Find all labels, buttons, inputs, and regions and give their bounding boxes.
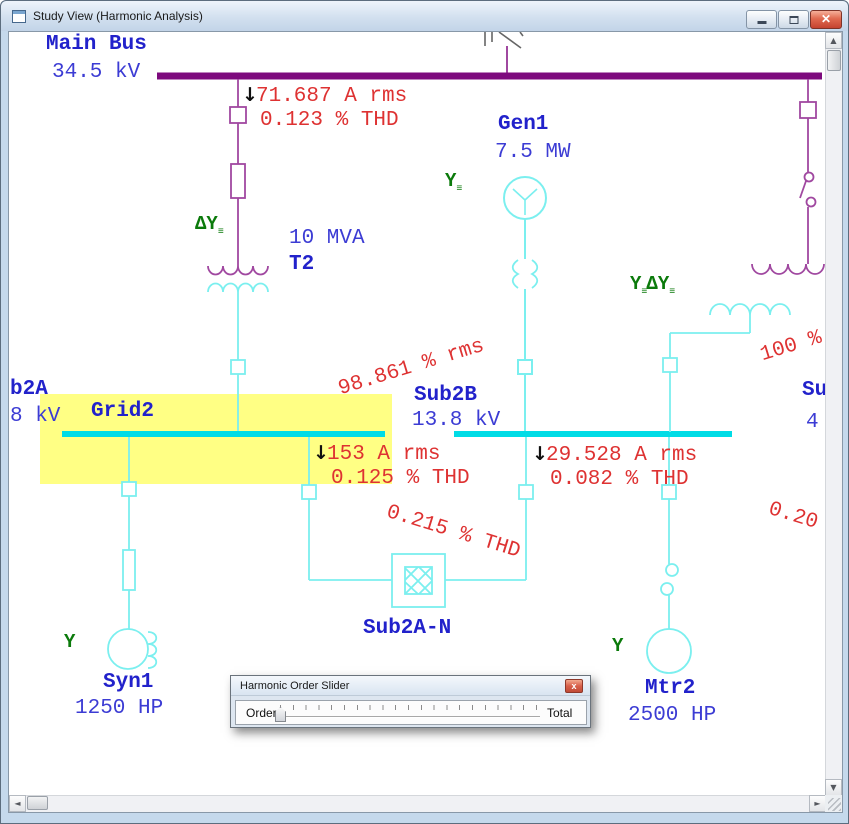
close-button[interactable]: ✕	[810, 10, 842, 29]
scroll-down-icon: ▼	[830, 783, 837, 792]
result-t2-thd: 0.123 % THD	[260, 109, 399, 132]
result-sub2b-current: 29.528 A rms	[546, 444, 698, 467]
scroll-down-button[interactable]: ▼	[825, 779, 842, 796]
scroll-left-icon: ◄	[14, 799, 21, 808]
label-main-bus-kv: 34.5 kV	[52, 61, 141, 84]
utility-stub-icon[interactable]	[484, 32, 524, 49]
result-t2-current: 71.687 A rms	[256, 85, 408, 108]
branch-t3[interactable]	[751, 79, 825, 275]
maximize-button[interactable]	[778, 10, 809, 29]
scroll-up-icon: ▲	[830, 36, 837, 45]
slider-panel: Order Total	[235, 700, 587, 725]
slider-ticks	[280, 705, 537, 710]
branch-gen1[interactable]	[503, 176, 547, 432]
oneline-view[interactable]: Main Bus 34.5 kV b2A 8 kV Grid2 Sub2B 13…	[9, 32, 826, 796]
restore-icon	[789, 15, 798, 24]
client-area: Main Bus 34.5 kV b2A 8 kV Grid2 Sub2B 13…	[8, 31, 843, 813]
label-gen1: Gen1	[498, 113, 549, 136]
branch-syn1[interactable]	[107, 437, 158, 670]
slider-thumb[interactable]	[275, 707, 286, 722]
label-syn1: Syn1	[103, 671, 154, 694]
slider-right-label: Total	[547, 706, 573, 720]
winding-gen1: Y≡	[445, 170, 462, 195]
winding-syn1: Y	[64, 631, 76, 653]
label-main-bus: Main Bus	[46, 33, 147, 56]
result-sub2b-thd: 0.082 % THD	[550, 468, 689, 491]
scroll-left-button[interactable]: ◄	[9, 795, 26, 812]
ground-icon: ≡	[641, 287, 647, 298]
label-sub2a-kv-partial: 8 kV	[10, 405, 61, 428]
scroll-up-button[interactable]: ▲	[825, 32, 842, 49]
grid2-highlight	[40, 394, 392, 484]
label-sub3-partial: Su	[802, 379, 826, 402]
label-t2-mva: 10 MVA	[289, 227, 365, 250]
ground-icon: ≡	[217, 227, 224, 238]
label-t2: T2	[289, 253, 315, 276]
dialog-close-icon: x	[571, 681, 577, 691]
label-syn1-hp: 1250 HP	[75, 697, 164, 720]
window-icon	[12, 10, 26, 23]
branch-t2[interactable]	[207, 79, 269, 276]
scroll-right-icon: ►	[814, 799, 821, 808]
resize-grip-icon	[828, 798, 841, 811]
slider-left-label: Order	[246, 706, 277, 720]
label-sub2a-partial: b2A	[10, 378, 48, 401]
label-mtr2: Mtr2	[645, 677, 696, 700]
winding-t3: Y≡ΔY≡	[630, 273, 675, 298]
label-sub2b-kv: 13.8 kV	[412, 409, 501, 432]
result-grid2-current: 153 A rms	[327, 443, 441, 466]
horizontal-scrollbar[interactable]: ◄ ►	[9, 795, 826, 812]
close-icon: ✕	[820, 12, 832, 26]
flow-arrow-icon: ↓	[242, 84, 258, 106]
ground-icon: ≡	[669, 287, 675, 298]
flow-arrow-icon: ↓	[313, 442, 329, 464]
winding-t2: ΔY≡	[195, 213, 224, 238]
vertical-scroll-thumb[interactable]	[827, 50, 841, 71]
label-gen1-mw: 7.5 MW	[495, 141, 571, 164]
vertical-scrollbar[interactable]: ▲ ▼	[825, 32, 842, 796]
dialog-title-bar[interactable]: Harmonic Order Slider x	[231, 676, 590, 696]
winding-mtr2: Y	[612, 635, 624, 657]
oneline-svg	[40, 32, 825, 674]
label-sub3-kv-partial: 4	[806, 411, 819, 434]
branch-mtr2[interactable]	[646, 437, 692, 674]
window-title: Study View (Harmonic Analysis)	[33, 9, 203, 23]
harmonic-order-slider-dialog: Harmonic Order Slider x Order Total	[230, 675, 591, 728]
title-bar[interactable]: Study View (Harmonic Analysis) ✕	[1, 1, 848, 31]
minimize-button[interactable]	[746, 10, 777, 29]
slider-track[interactable]	[280, 716, 540, 718]
resize-grip[interactable]	[825, 795, 842, 812]
dialog-title: Harmonic Order Slider	[240, 680, 350, 692]
ground-icon: ≡	[456, 184, 462, 195]
horizontal-scroll-thumb[interactable]	[27, 796, 48, 810]
dialog-close-button[interactable]: x	[565, 679, 583, 693]
flow-arrow-icon: ↓	[532, 443, 548, 465]
label-grid2: Grid2	[91, 400, 155, 423]
branch-sub2an[interactable]	[301, 437, 534, 608]
label-mtr2-hp: 2500 HP	[628, 704, 717, 727]
result-grid2-thd: 0.125 % THD	[331, 467, 470, 490]
label-sub2b: Sub2B	[414, 384, 478, 407]
minimize-icon	[757, 21, 766, 24]
label-sub2an: Sub2A-N	[363, 617, 452, 640]
scroll-right-button[interactable]: ►	[809, 795, 826, 812]
branch-t3-secondary[interactable]	[662, 303, 791, 432]
oneline-canvas: Main Bus 34.5 kV b2A 8 kV Grid2 Sub2B 13…	[9, 32, 826, 796]
branch-t2-secondary[interactable]	[207, 282, 269, 432]
